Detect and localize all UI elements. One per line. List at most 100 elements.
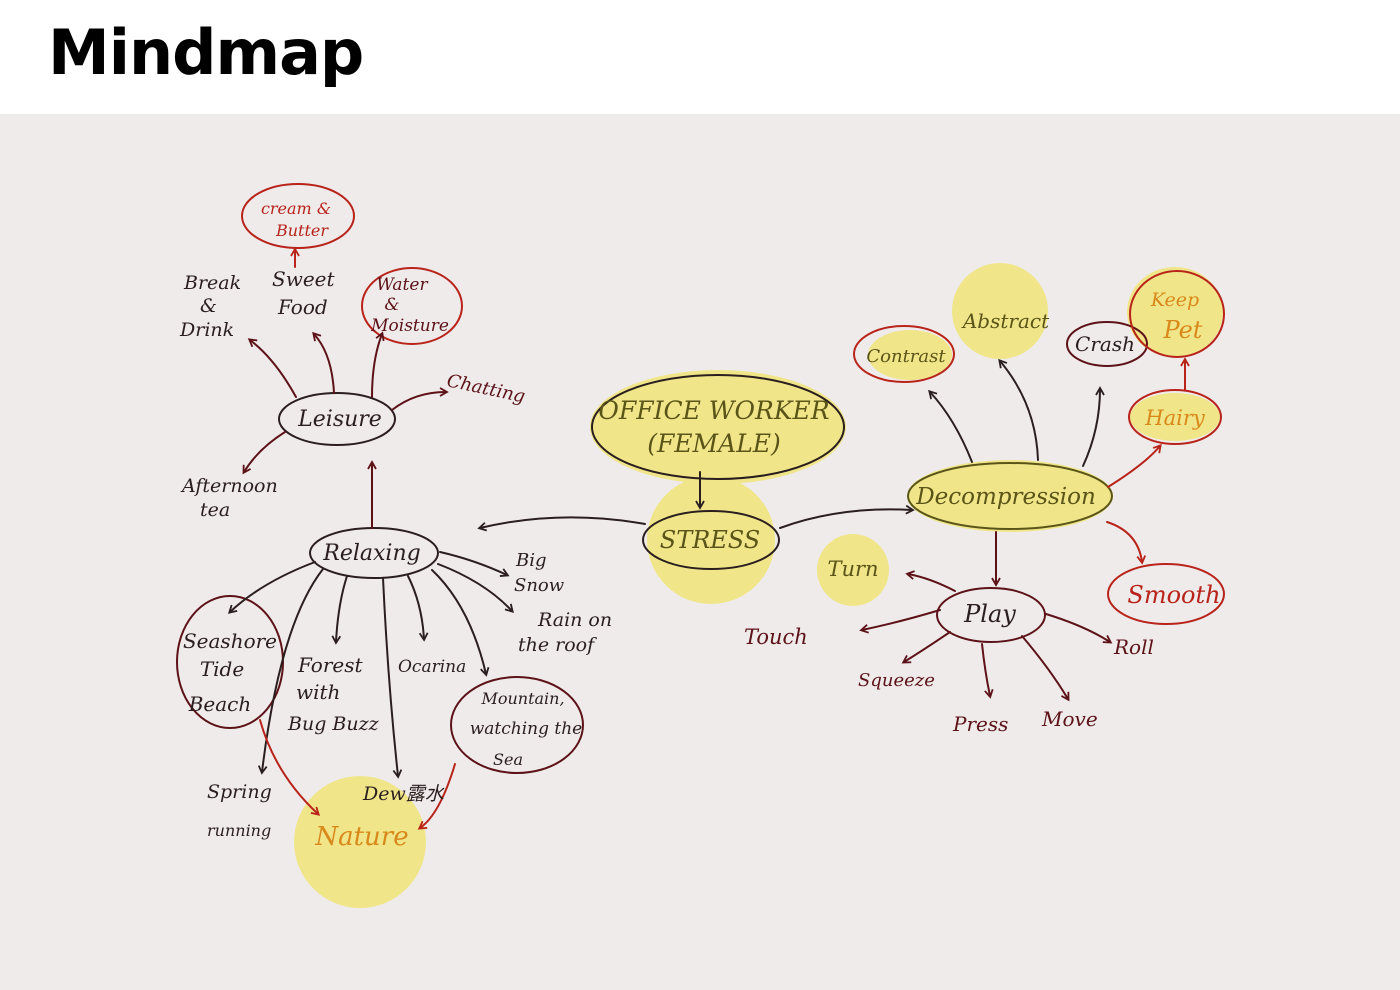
highlight-hairy	[1130, 393, 1220, 441]
arrow-decomp-to-abstract	[998, 358, 1039, 461]
highlight-keep-pet	[1127, 267, 1223, 357]
arrow-stress-to-relaxing	[477, 516, 646, 532]
arrow-leisure-to-chatting	[391, 387, 449, 411]
label-water-3: Moisture	[370, 316, 449, 336]
label-smooth: Smooth	[1127, 581, 1220, 609]
arrow-decomp-to-smooth	[1106, 521, 1147, 565]
outline-mountain	[450, 676, 584, 774]
arrow-relaxing-to-mountain	[431, 569, 490, 677]
outline-decompression	[907, 462, 1113, 530]
label-mountain-2: watching the	[470, 719, 583, 739]
label-office-worker-1: OFFICE WORKER	[598, 396, 829, 425]
label-ocarina: Ocarina	[398, 657, 466, 677]
connectors	[227, 247, 1190, 830]
arrow-relaxing-to-dew	[382, 577, 403, 779]
label-keep-pet-2: Pet	[1163, 316, 1203, 344]
label-play: Play	[963, 600, 1016, 628]
label-break-3: Drink	[179, 319, 234, 341]
mindmap-sheet: OFFICE WORKER (FEMALE) STRESS Relaxing L…	[0, 114, 1400, 990]
label-forest-1: Forest	[297, 653, 363, 677]
label-crash: Crash	[1075, 332, 1135, 356]
label-squeeze: Squeeze	[858, 670, 935, 691]
label-office-worker-2: (FEMALE)	[647, 429, 781, 458]
label-forest-2: with	[296, 680, 340, 704]
arrow-mountain-to-nature	[417, 763, 456, 830]
outline-office-worker	[591, 374, 845, 480]
arrow-play-to-move	[1021, 635, 1070, 702]
label-mountain-3: Sea	[493, 750, 523, 769]
page-title: Mindmap	[48, 16, 364, 89]
label-seashore-1: Seashore	[183, 629, 277, 653]
arrow-stress-to-decompression	[779, 504, 915, 529]
label-abstract: Abstract	[961, 309, 1050, 333]
label-leisure: Leisure	[297, 407, 382, 432]
label-forest-3: Bug Buzz	[287, 713, 380, 735]
label-cream-2: Butter	[275, 221, 329, 240]
arrow-play-to-turn	[905, 570, 956, 592]
arrow-play-to-press	[981, 643, 994, 699]
outline-crash	[1066, 321, 1148, 367]
labels: OFFICE WORKER (FEMALE) STRESS Relaxing L…	[179, 199, 1221, 852]
label-dew: Dew露水	[362, 783, 445, 805]
outline-stress	[642, 510, 780, 570]
label-chatting: Chatting	[445, 370, 527, 407]
arrow-play-to-squeeze	[901, 631, 951, 664]
label-contrast: Contrast	[866, 346, 946, 367]
label-afternoon-1: Afternoon	[180, 475, 278, 497]
mindmap-diagram: OFFICE WORKER (FEMALE) STRESS Relaxing L…	[176, 183, 1225, 908]
arrow-play-to-roll	[1045, 613, 1113, 644]
arrow-relaxing-to-forest	[331, 575, 348, 645]
highlight-decompression	[907, 460, 1113, 532]
arrow-relaxing-to-seashore	[227, 561, 316, 614]
label-press: Press	[952, 712, 1008, 736]
arrow-decomp-to-crash	[1082, 386, 1105, 467]
label-mountain-1: Mountain,	[480, 689, 564, 708]
arrow-relaxing-to-rain	[437, 563, 514, 614]
arrow-relaxing-to-bigsnow	[439, 551, 510, 577]
label-sweet-2: Food	[277, 295, 328, 319]
label-bigsnow-1: Big	[515, 550, 547, 571]
label-seashore-2: Tide	[200, 657, 244, 681]
label-roll: Roll	[1113, 635, 1154, 659]
arrow-leisure-to-sweet	[312, 331, 335, 394]
outline-hairy	[1128, 389, 1222, 445]
label-move: Move	[1041, 707, 1098, 731]
label-nature: Nature	[314, 822, 408, 852]
highlight-turn	[817, 534, 889, 606]
label-stress: STRESS	[660, 526, 761, 554]
outline-contrast	[853, 325, 955, 383]
arrow-leisure-to-afternoon	[242, 431, 286, 475]
label-bigsnow-2: Snow	[514, 575, 565, 596]
label-turn: Turn	[827, 557, 878, 581]
outline-play	[936, 587, 1046, 643]
outline-smooth	[1107, 563, 1225, 625]
label-sweet-1: Sweet	[272, 267, 335, 291]
outline-water-moisture	[361, 267, 463, 345]
label-decompression: Decompression	[915, 484, 1096, 510]
arrow-play-to-touch	[859, 609, 941, 634]
highlight-contrast	[868, 330, 952, 380]
highlight-abstract	[952, 263, 1048, 359]
arrow-relaxing-to-spring	[257, 568, 324, 775]
label-water-2: &	[384, 295, 399, 315]
arrow-relaxing-to-ocarina	[407, 575, 429, 642]
arrow-leisure-to-water	[371, 331, 385, 398]
highlight-office-worker	[590, 370, 846, 484]
label-seashore-3: Beach	[188, 692, 252, 716]
label-hairy: Hairy	[1144, 406, 1206, 430]
label-rain-1: Rain on	[537, 609, 612, 631]
highlight-stress	[647, 476, 775, 604]
arrow-decomp-to-contrast	[928, 389, 973, 463]
label-relaxing: Relaxing	[322, 541, 420, 566]
label-rain-2: the roof	[518, 634, 597, 656]
label-break-2: &	[200, 295, 217, 317]
arrow-decomp-to-hairy	[1107, 443, 1162, 488]
highlight-nature	[294, 776, 426, 908]
outline-keep-pet	[1129, 270, 1225, 358]
label-spring-1: Spring	[207, 781, 272, 803]
label-break-1: Break	[183, 272, 241, 294]
label-cream-1: cream &	[261, 199, 331, 218]
label-keep-pet-1: Keep	[1150, 289, 1199, 311]
highlights	[294, 263, 1223, 908]
arrow-seashore-to-nature	[259, 719, 321, 816]
